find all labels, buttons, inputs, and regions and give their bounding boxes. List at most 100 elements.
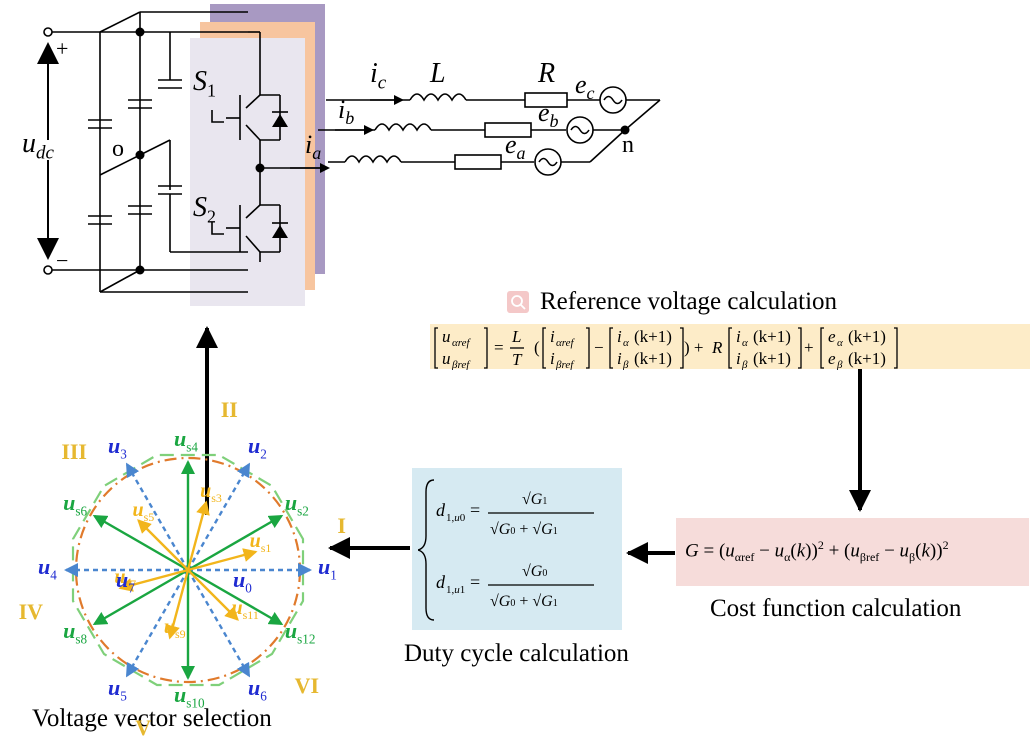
plus-sign: + (56, 36, 69, 61)
svg-text:β: β (836, 359, 843, 370)
vector-diagram (64, 453, 312, 687)
svg-text:(k+1): (k+1) (634, 349, 672, 368)
svg-text:=: = (494, 338, 504, 357)
ic-label: ic (370, 58, 387, 94)
cost-box (676, 518, 1029, 586)
cost-title: Cost function calculation (710, 595, 962, 622)
us1-label: us1 (249, 529, 272, 555)
svg-text:αref: αref (556, 337, 576, 349)
svg-text:u: u (442, 327, 451, 346)
us3-vector (186, 500, 210, 571)
svg-text:α: α (837, 337, 843, 349)
us11-vector (187, 569, 239, 621)
svg-text:β: β (622, 359, 629, 370)
sector-II: II (220, 396, 238, 422)
inductor-label: L (430, 58, 446, 89)
svg-text:d: d (436, 500, 446, 520)
svg-text:i: i (617, 349, 622, 368)
sector-I: I (337, 513, 346, 539)
u5-label: u5 (108, 675, 127, 704)
duty-title: Duty cycle calculation (404, 640, 629, 667)
udc-label: udc (22, 128, 54, 164)
neutral-node (620, 125, 630, 135)
us6-vector (92, 514, 189, 572)
svg-text:√G0: √G0 (522, 563, 547, 580)
svg-text:i: i (736, 327, 741, 346)
u6-label: u6 (248, 675, 267, 704)
us5-label: us5 (132, 498, 155, 524)
us10-label: us10 (174, 682, 205, 711)
svg-text:√G0 + √G1: √G0 + √G1 (490, 521, 558, 538)
eb-label: eb (538, 98, 559, 132)
us2-vector (187, 514, 284, 572)
svg-text:=: = (470, 572, 480, 592)
u3-label: u3 (108, 432, 127, 462)
search-icon (507, 291, 529, 313)
us6-label: us6 (63, 490, 88, 519)
s1-label: S1 (193, 66, 216, 101)
svg-text:αref: αref (452, 337, 472, 349)
svg-text:T: T (512, 350, 523, 369)
svg-text:) +: ) + (684, 338, 704, 357)
u0-label: u0 (233, 567, 252, 596)
svg-text:√G1: √G1 (522, 491, 547, 508)
phase-a-panel (190, 38, 305, 306)
dc-nodes (43, 27, 145, 275)
svg-text:i: i (736, 349, 741, 368)
u2-vector (186, 462, 251, 571)
us5-vector (137, 519, 189, 571)
sector-IV: IV (18, 598, 44, 624)
svg-text:=: = (470, 500, 480, 520)
s2-label: S2 (193, 192, 216, 227)
u1-label: u1 (318, 554, 337, 583)
cost-equation: G = (uαref − uα(k))2 + (uβref − uβ(k))2 (685, 538, 949, 565)
svg-text:i: i (550, 327, 555, 346)
midpoint-o: o (112, 136, 124, 162)
u3-vector (125, 462, 190, 571)
us7-vector (118, 568, 189, 592)
resistor-label: R (538, 58, 556, 89)
u4-label: u4 (38, 554, 57, 583)
ea-label: ea (505, 130, 526, 164)
svg-text:(k+1): (k+1) (753, 327, 791, 346)
svg-text:1,u1: 1,u1 (446, 584, 465, 596)
svg-text:√G0 + √G1: √G0 + √G1 (490, 593, 558, 610)
svg-text:d: d (436, 572, 446, 592)
svg-text:L: L (511, 327, 521, 346)
minus-sign: − (56, 248, 69, 273)
us3-label: us3 (200, 480, 222, 506)
sector-VI: VI (294, 672, 320, 698)
us1-vector (187, 548, 258, 572)
us12-label: us12 (284, 618, 316, 647)
u2-label: u2 (248, 432, 267, 462)
svg-text:1,u0: 1,u0 (446, 512, 466, 524)
diodes (272, 111, 288, 238)
us2-label: us2 (284, 490, 309, 519)
us12-vector (187, 568, 284, 626)
svg-text:e: e (828, 349, 836, 368)
svg-text:i: i (550, 349, 555, 368)
u7-label: u7 (116, 567, 135, 596)
svg-text:β: β (741, 359, 748, 370)
us8-label: us8 (63, 618, 88, 647)
svg-text:α: α (742, 337, 748, 349)
neutral-label: n (622, 132, 634, 158)
svg-text:−: − (594, 338, 604, 357)
dc-link-circuit (48, 11, 248, 293)
svg-text:(k+1): (k+1) (634, 327, 672, 346)
us9-vector (166, 569, 190, 640)
svg-text:i: i (617, 327, 622, 346)
us9-label: us9 (163, 615, 186, 641)
sector-III: III (61, 439, 87, 465)
svg-text:(: ( (534, 338, 540, 357)
svg-text:(k+1): (k+1) (848, 349, 886, 368)
us7-label: us7 (114, 566, 137, 592)
svg-text:u: u (442, 349, 451, 368)
svg-text:+: + (804, 338, 814, 357)
svg-text:R: R (711, 338, 723, 357)
svg-text:(k+1): (k+1) (848, 327, 886, 346)
svg-text:e: e (828, 327, 836, 346)
sector-V: V (135, 715, 152, 741)
